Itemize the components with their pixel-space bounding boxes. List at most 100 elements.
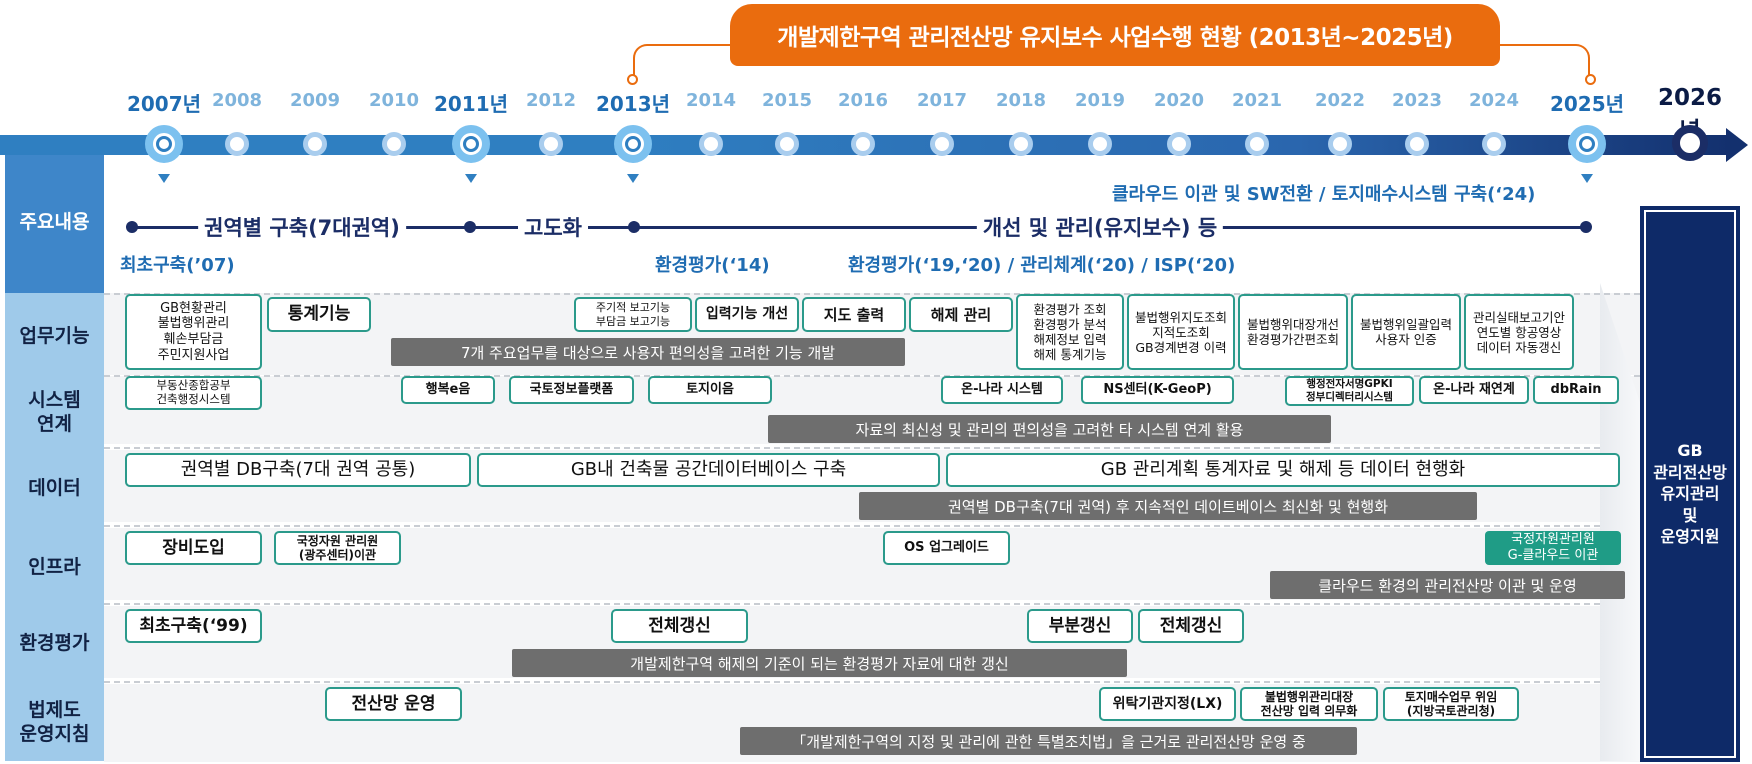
- timeline-arrow-icon: [1726, 128, 1748, 162]
- divider: [104, 293, 1650, 295]
- timeline-node: [614, 125, 652, 163]
- year-label: 2023: [1391, 90, 1443, 111]
- work-box: 불법행위지도조회 지적도조회 GB경계변경 이력: [1127, 294, 1235, 370]
- timeline-node: [382, 132, 406, 156]
- category-law: 법제도 운영지침: [19, 699, 90, 745]
- down-arrow-icon: [1581, 174, 1593, 183]
- divider: [104, 681, 1650, 683]
- work-box: 통계기능: [267, 297, 371, 332]
- env-box: 전체갱신: [1138, 609, 1244, 643]
- law-box: 전산망 운영: [325, 687, 462, 721]
- year-label: 2010: [368, 90, 420, 111]
- system-box: 온-나라 시스템: [941, 376, 1063, 404]
- env-box: 최초구축(‘99): [125, 609, 262, 643]
- phase-dot: [628, 221, 640, 233]
- timeline-node: [1328, 132, 1352, 156]
- year-label: 2017: [916, 90, 968, 111]
- year-label: 2008: [211, 90, 263, 111]
- timeline-node: [1088, 132, 1112, 156]
- infra-box: OS 업그레이드: [883, 531, 1010, 565]
- category-infra: 인프라: [28, 556, 81, 578]
- phase-maintenance: 개선 및 관리(유지보수) 등: [976, 212, 1224, 242]
- infra-green-box: 국정자원관리원 G-클라우드 이관: [1485, 531, 1621, 565]
- data-box: GB내 건축물 공간데이터베이스 구축: [477, 453, 940, 487]
- law-box: 위탁기관지정(LX): [1099, 687, 1236, 721]
- infra-box: 장비도입: [125, 531, 262, 565]
- work-box: 주기적 보고기능 부담금 보고기능: [574, 297, 692, 332]
- system-box: 부동산종합공부 건축행정시스템: [125, 376, 262, 410]
- category-work: 업무기능: [19, 325, 90, 347]
- down-arrow-icon: [627, 174, 639, 183]
- timeline-node: [851, 132, 875, 156]
- work-box: GB현황관리 불법행위관리 훼손부담금 주민지원사업: [125, 294, 262, 370]
- env-desc-bar: 개발제한구역 해제의 기준이 되는 환경평가 자료에 대한 갱신: [512, 649, 1127, 677]
- law-box: 토지매수업무 위임 (지방국토관리청): [1383, 687, 1519, 721]
- right-panel-text: GB 관리전산망 유지관리 및 운영지원: [1653, 441, 1727, 547]
- timeline-node: [930, 132, 954, 156]
- phase-build: 권역별 구축(7대권역): [198, 212, 406, 242]
- category-system: 시스템 연계: [28, 389, 81, 435]
- year-label: 2011년: [433, 92, 509, 116]
- bracket-left-dot: [627, 74, 638, 85]
- timeline-node: [1009, 132, 1033, 156]
- year-label: 2025년: [1549, 92, 1625, 116]
- system-box: 행정전자서명GPKI 정부디렉터리시스템: [1285, 376, 1414, 406]
- divider: [104, 525, 1650, 527]
- data-desc-bar: 권역별 DB구축(7대 권역) 후 지속적인 데이트베이스 최신화 및 현행화: [859, 492, 1477, 520]
- timeline-node: [1482, 132, 1506, 156]
- divider: [104, 447, 1650, 449]
- category-main-bg: [5, 155, 104, 293]
- infra-desc-bar: 클라우드 환경의 관리전산망 이관 및 운영: [1270, 571, 1625, 599]
- year-label: 2022: [1314, 90, 1366, 111]
- title-banner: 개발제한구역 관리전산망 유지보수 사업수행 현황 (2013년~2025년): [730, 4, 1500, 66]
- timeline-node: [775, 132, 799, 156]
- work-box: 환경평가 조회 환경평가 분석 해제정보 입력 해제 통계기능: [1016, 294, 1124, 370]
- right-panel: [1640, 206, 1740, 762]
- phase-dot: [126, 221, 138, 233]
- phase-advance: 고도화: [518, 212, 588, 242]
- infra-box: 국정자원 관리원 (광주센터)이관: [274, 531, 401, 565]
- data-box: 권역별 DB구축(7대 권역 공통): [125, 453, 471, 487]
- initial-build-note: 최초구축(’07): [120, 255, 235, 276]
- timeline-node: [539, 132, 563, 156]
- work-box: 지도 출력: [802, 297, 906, 332]
- timeline-node: [1245, 132, 1269, 156]
- year-label: 2015: [761, 90, 813, 111]
- category-env: 환경평가: [19, 632, 90, 654]
- year-label: 2021: [1231, 90, 1283, 111]
- year-label: 2014: [685, 90, 737, 111]
- law-box: 불법행위관리대장 전산망 입력 의무화: [1240, 687, 1378, 721]
- timeline-node: [699, 132, 723, 156]
- work-box: 입력기능 개선: [695, 297, 799, 332]
- law-desc-bar: 「개발제한구역의 지정 및 관리에 관한 특별조치법」을 근거로 관리전산망 운…: [740, 727, 1357, 755]
- work-desc-bar: 7개 주요업무를 대상으로 사용자 편의성을 고려한 기능 개발: [391, 338, 905, 366]
- system-desc-bar: 자료의 최신성 및 관리의 편의성을 고려한 타 시스템 연계 활용: [768, 415, 1331, 443]
- timeline-node: [1405, 132, 1429, 156]
- system-box: dbRain: [1533, 376, 1619, 404]
- year-label: 2007년: [126, 92, 202, 116]
- year-label: 2020: [1153, 90, 1205, 111]
- env-eval-19-note: 환경평가(‘19,‘20) / 관리체계(‘20) / ISP(‘20): [848, 255, 1236, 276]
- down-arrow-icon: [158, 174, 170, 183]
- timeline-node: [303, 132, 327, 156]
- phase-line: [132, 226, 1586, 229]
- year-label: 2019: [1074, 90, 1126, 111]
- year-label: 2024: [1468, 90, 1520, 111]
- env-eval-14-note: 환경평가(‘14): [655, 255, 770, 276]
- system-box: NS센터(K-GeoP): [1081, 376, 1234, 404]
- work-box: 해제 관리: [909, 297, 1013, 332]
- bracket-right-dot: [1585, 74, 1596, 85]
- system-box: 온-나라 재연계: [1419, 376, 1529, 404]
- system-box: 토지이음: [648, 376, 772, 404]
- timeline-node: [145, 125, 183, 163]
- system-box: 행복e음: [401, 376, 495, 404]
- phase-dot: [1580, 221, 1592, 233]
- cloud-note: 클라우드 이관 및 SW전환 / 토지매수시스템 구축(‘24): [1112, 184, 1536, 205]
- timeline-node: [452, 125, 490, 163]
- timeline-node: [1167, 132, 1191, 156]
- work-box: 관리실태보고기안 연도별 항공영상 데이터 자동갱신: [1464, 294, 1574, 370]
- data-box: GB 관리계획 통계자료 및 해제 등 데이터 현행화: [946, 453, 1620, 487]
- timeline-node: [1672, 125, 1708, 161]
- env-box: 전체갱신: [611, 609, 748, 643]
- system-box: 국토정보플랫폼: [509, 376, 634, 404]
